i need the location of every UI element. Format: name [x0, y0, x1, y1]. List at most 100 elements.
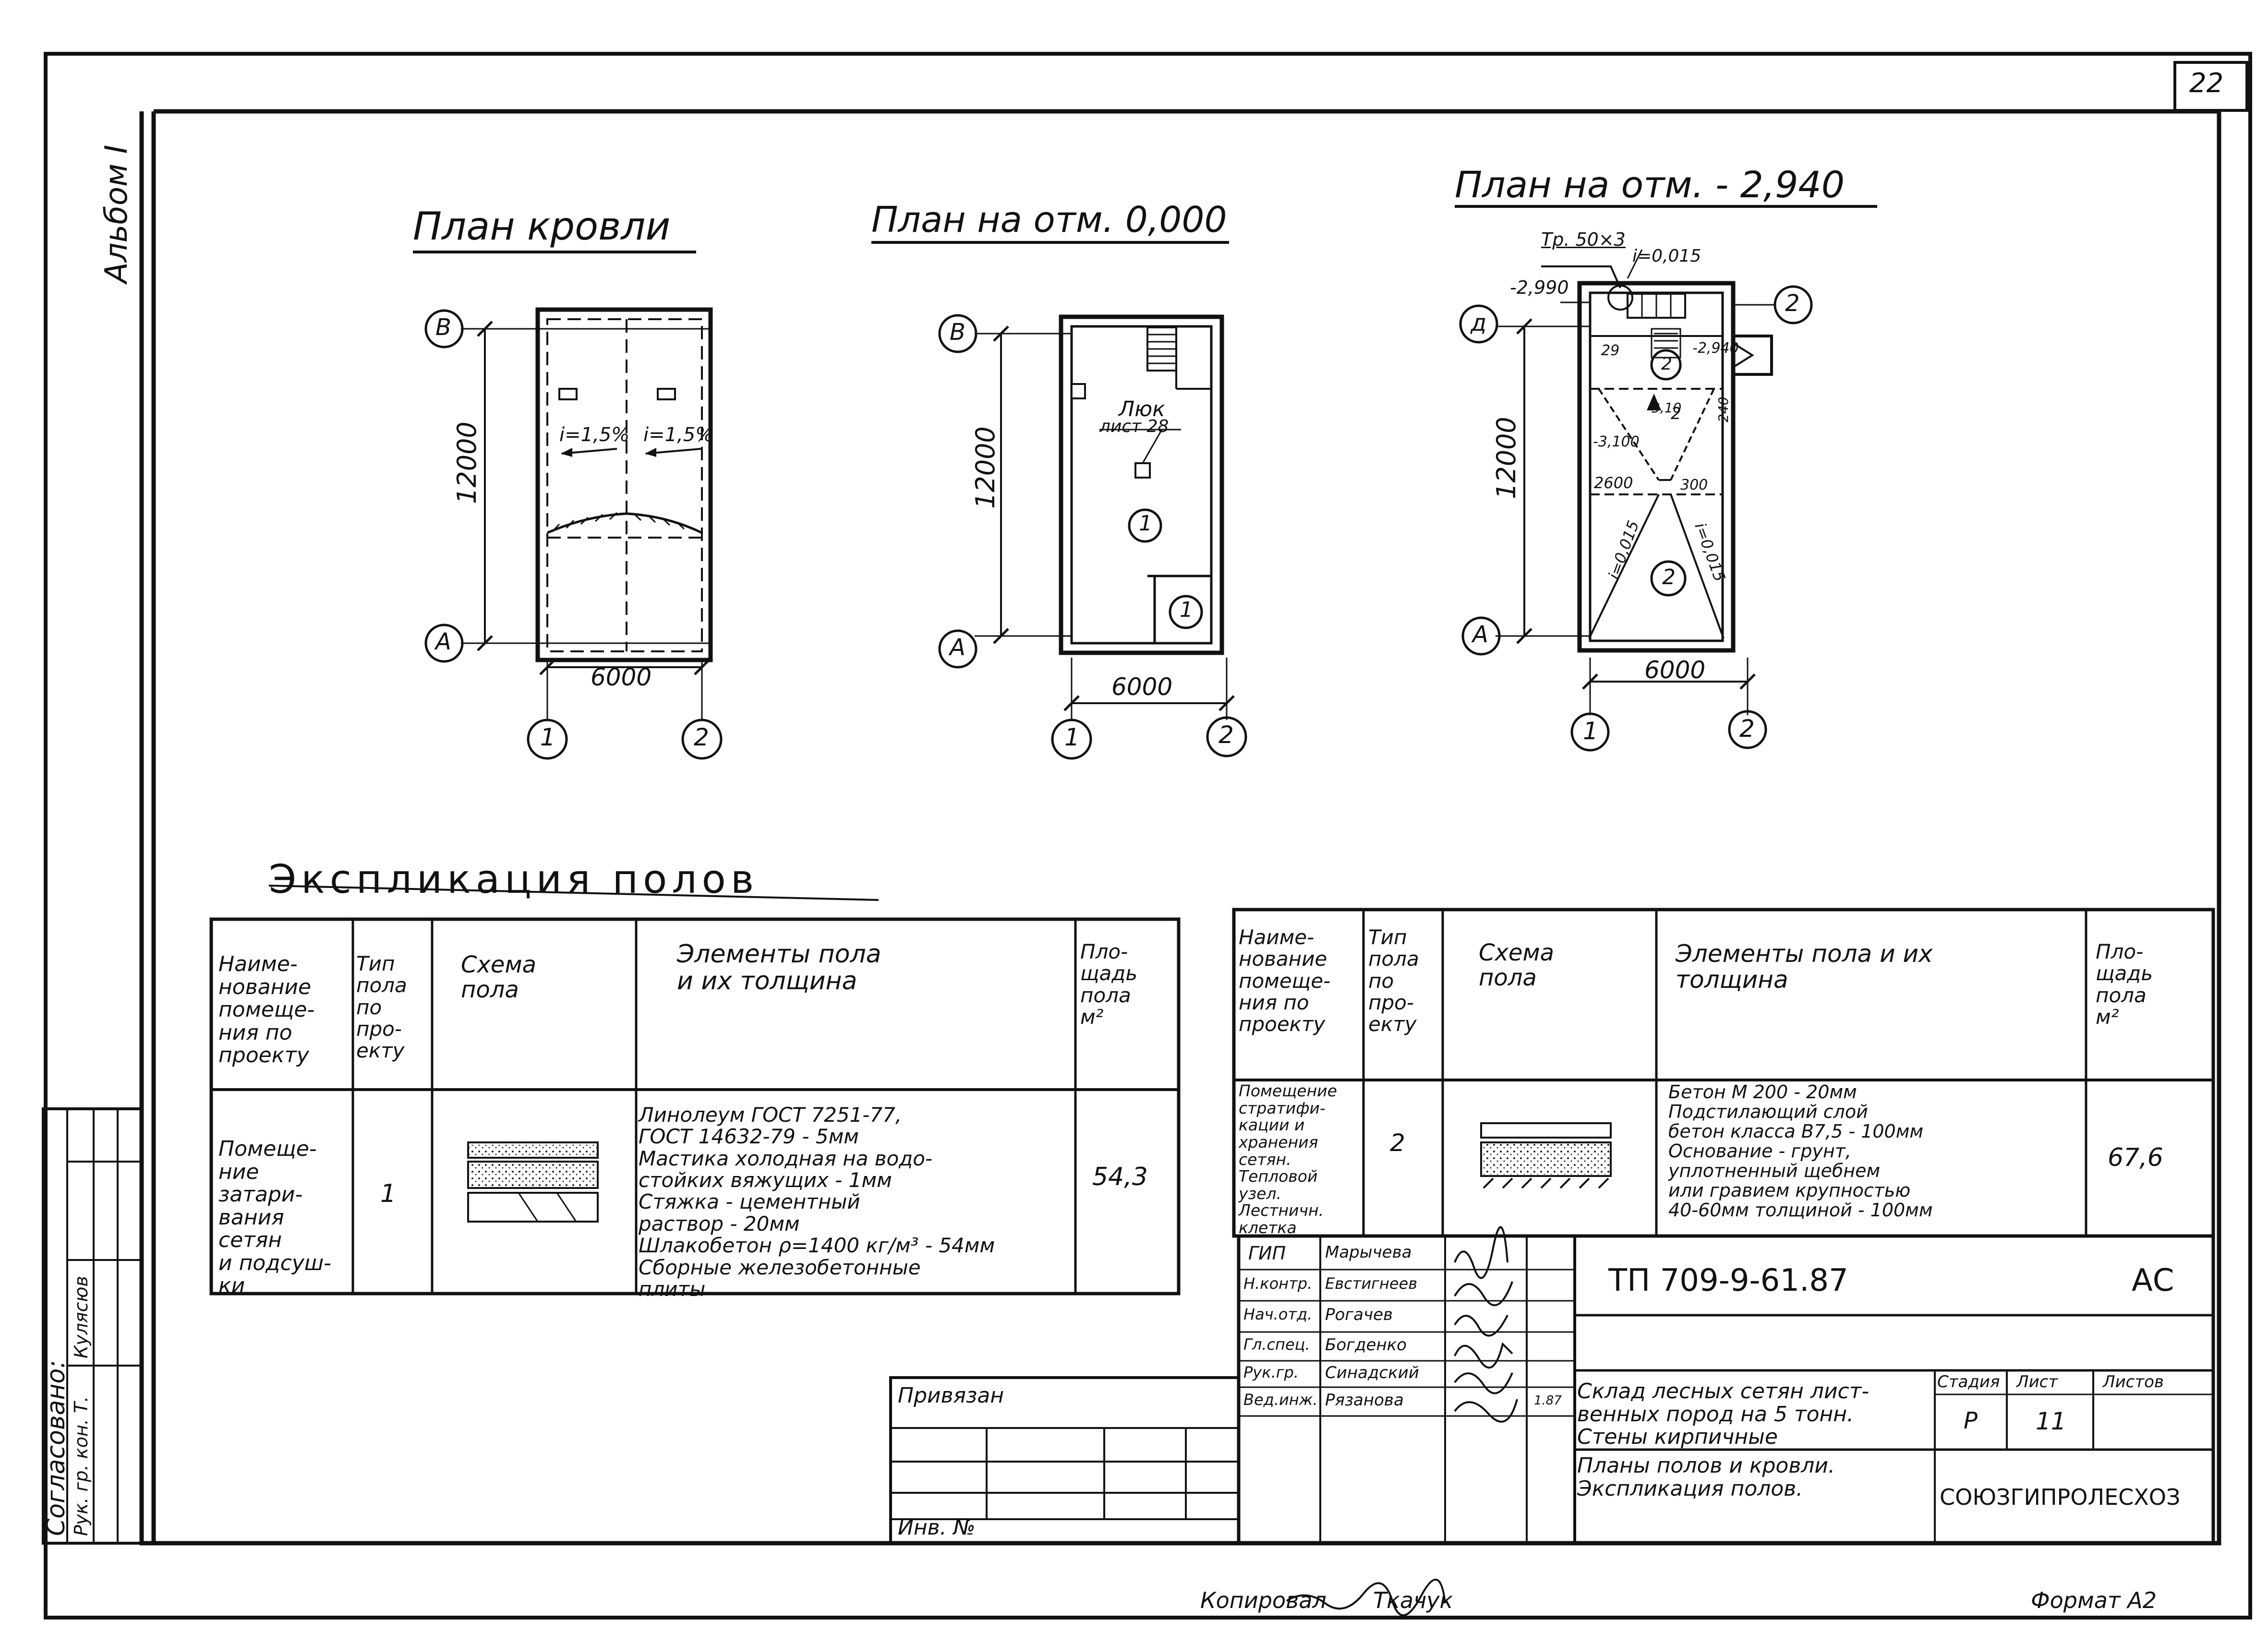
sheet-number: 22: [2189, 68, 2224, 99]
basement-axis-side: 2: [1785, 290, 1800, 317]
col-type-header-right: Тип пола по про- екту: [1368, 925, 1419, 1036]
role-3: Нач.отд.: [1243, 1305, 1313, 1323]
role-6: Вед.инж.: [1243, 1391, 1318, 1409]
roof-slope-right: i=1,5%: [643, 424, 714, 446]
ground-axis-top: В: [950, 319, 965, 346]
col-area-header-right: Пло- щадь пола м²: [2096, 940, 2153, 1029]
ground-room-main: 1: [1139, 511, 1152, 536]
ground-dim-horizontal: 6000: [1111, 673, 1173, 701]
mark-240: 240: [1715, 396, 1731, 422]
row2-room: Помещение стратифи- кации и хранения сет…: [1239, 1081, 1337, 1237]
role-1: ГИП: [1248, 1243, 1286, 1264]
role-5: Рук.гр.: [1243, 1363, 1299, 1381]
row1-elements: Линолеум ГОСТ 7251-77, ГОСТ 14632-79 - 5…: [639, 1103, 995, 1301]
basement-dim-horizontal: 6000: [1644, 656, 1706, 684]
sheet-number-box: [2173, 61, 2248, 112]
mark-2: 2: [1661, 354, 1672, 374]
basement-axis-right: 2: [1739, 715, 1755, 743]
explication-table-right: [1232, 908, 2215, 1238]
level-2: -2,940: [1692, 340, 1739, 357]
basement-plan: [1455, 205, 1877, 752]
doc-mark: АС: [2132, 1263, 2174, 1298]
signatures: [1286, 1226, 1518, 1616]
explication-title: Экспликация полов: [269, 857, 759, 902]
name-4: Богденко: [1325, 1335, 1407, 1355]
ground-axis-left: 1: [1064, 723, 1080, 751]
ground-axis-right: 2: [1218, 721, 1234, 749]
col-elements-header-right: Элементы пола и их толщина: [1676, 940, 1933, 994]
bound-label: Привязан: [898, 1383, 1004, 1408]
basement-axis-top: д: [1471, 310, 1487, 336]
roof-axis-top: В: [435, 314, 451, 341]
sheets-label: Листов: [2103, 1372, 2164, 1392]
basement-axis-left: 1: [1583, 717, 1598, 745]
basement-room-big: 2: [1671, 404, 1681, 423]
col-elements-header: Элементы пола и их толщина: [677, 940, 881, 996]
name-5: Синадский: [1325, 1363, 1419, 1382]
name-2: Евстигнеев: [1325, 1274, 1418, 1293]
mark-29: 29: [1601, 342, 1620, 359]
ground-floor-plan: [871, 241, 1247, 760]
side-stamp-row1: Рук. гр. кон. Т.: [71, 1396, 92, 1536]
basement-dim-vertical: 12000: [1491, 417, 1521, 499]
roof-plan: [413, 251, 723, 760]
side-stamp-row2: Кулясюв: [71, 1276, 92, 1358]
dim-2600: 2600: [1594, 474, 1633, 492]
title-block: [889, 1234, 2215, 1545]
ground-plan-title: План на отм. 0,000: [871, 199, 1227, 240]
col-area-header: Пло- щадь пола м²: [1080, 940, 1138, 1029]
name-6: Рязанова: [1325, 1391, 1404, 1410]
name-1: Марычева: [1325, 1243, 1412, 1262]
sheet-title: Планы полов и кровли. Экспликация полов.: [1577, 1453, 1835, 1501]
basement-axis-bottom: А: [1472, 621, 1488, 648]
copied-signature: Ткачук: [1373, 1587, 1453, 1613]
roof-dim-vertical: 12000: [452, 421, 482, 504]
basement-plan-title: План на отм. - 2,940: [1455, 163, 1845, 206]
row2-type: 2: [1390, 1129, 1405, 1157]
ground-dim-vertical: 12000: [970, 426, 1001, 509]
role-4: Гл.спец.: [1243, 1335, 1310, 1354]
stage-label: Стадия: [1937, 1372, 2000, 1392]
pipe-label: Тр. 50×3: [1541, 229, 1626, 250]
roof-axis-bottom: А: [435, 628, 451, 655]
level-1: -2,990: [1510, 277, 1569, 298]
role-2: Н.контр.: [1243, 1274, 1313, 1293]
row2-area: 67,6: [2108, 1143, 2163, 1172]
sheet-no-value: 11: [2036, 1407, 2066, 1435]
explication-table-left: [209, 917, 1181, 1296]
row1-room: Помеще- ние затари- вания сетян и подсуш…: [218, 1137, 332, 1298]
col-room-header: Наиме- нование помеще- ния по проекту: [218, 952, 315, 1068]
copied-by: Копировал: [1200, 1587, 1327, 1613]
explication-title-rule: [268, 885, 879, 901]
col-scheme-header-right: Схема пола: [1479, 939, 1555, 991]
roof-axis-left: 1: [540, 723, 555, 751]
sign-date: 1.87: [1534, 1393, 1562, 1408]
row1-area: 54,3: [1092, 1163, 1148, 1191]
mark-3: 3,10: [1652, 400, 1682, 416]
inner-frame: [139, 109, 2221, 1546]
ground-room-small: 1: [1180, 598, 1193, 622]
inv-label: Инв. №: [898, 1515, 976, 1540]
outer-frame: [44, 52, 2252, 1620]
hatch-label: Люк: [1119, 397, 1165, 421]
name-3: Рогачев: [1325, 1305, 1393, 1324]
col-room-header-right: Наиме- нование помеще- ния по проекту: [1239, 925, 1331, 1036]
sheet-label: Лист: [2016, 1372, 2058, 1392]
stage-value: Р: [1964, 1407, 1978, 1434]
roof-slope-left: i=1,5%: [559, 424, 630, 446]
album-label: Альбом I: [99, 144, 134, 283]
col-scheme-header: Схема пола: [461, 951, 537, 1003]
hatch-ref: лист 28: [1099, 417, 1169, 436]
row1-type: 1: [380, 1179, 397, 1208]
col-type-header: Тип пола по про- екту: [356, 952, 407, 1063]
basement-room-mid: 2: [1662, 565, 1676, 589]
row2-elements: Бетон М 200 - 20мм Подстилающий слой бет…: [1668, 1081, 1933, 1221]
dim-300: 300: [1680, 477, 1708, 493]
sheet-format: Формат А2: [2031, 1587, 2157, 1613]
organization: СОЮЗГИПРОЛЕСХОЗ: [1940, 1484, 2181, 1510]
ground-axis-bottom: А: [950, 634, 965, 661]
roof-axis-right: 2: [694, 723, 709, 751]
roof-plan-title: План кровли: [413, 204, 671, 249]
side-stamp: [42, 1107, 143, 1545]
